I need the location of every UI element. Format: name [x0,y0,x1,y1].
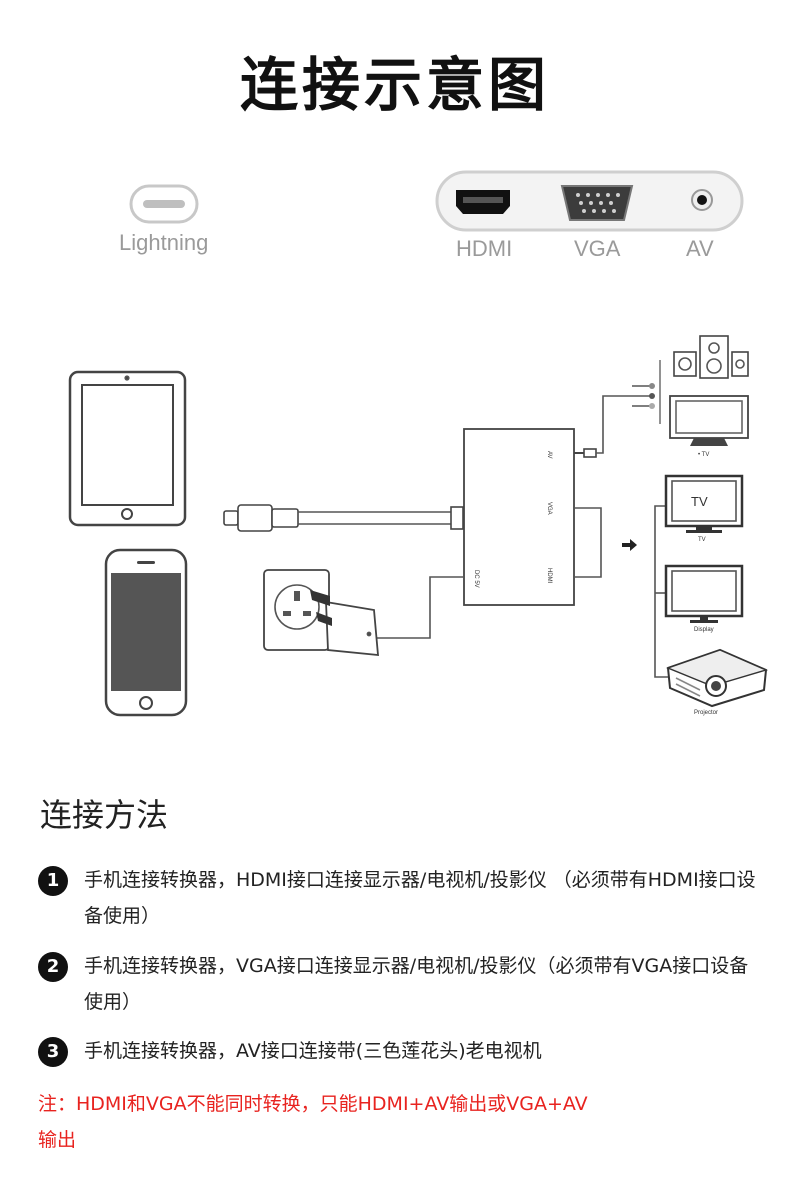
port-icons [129,170,744,232]
av-label: AV [686,236,714,261]
output-bus-wire [654,505,670,678]
step-text: 手机连接转换器，HDMI接口连接显示器/电视机/投影仪 （必须带有HDMI接口设… [84,869,756,927]
vga-label: VGA [574,236,621,261]
hub-hdmi-label: HDMI [546,568,552,584]
video-wire [574,507,602,578]
adapter-hub [463,428,575,606]
step-number: 1 [38,866,68,896]
page-title: 连接示意图 [239,51,550,119]
tablet-icon [68,370,187,527]
step-number: 3 [38,1037,68,1067]
step-text: 手机连接转换器，VGA接口连接显示器/电视机/投影仪（必须带有VGA接口设备使用… [84,955,749,1013]
step-number: 2 [38,952,68,982]
hub-av-label: AV [546,451,552,459]
hdmi-label: HDMI [456,236,513,261]
lightning-label: Lightning [119,230,209,255]
hdmi-port-icon [456,190,510,214]
projector-icon [666,648,769,708]
lightning-port-icon [129,184,199,224]
hub-vga-label: VGA [546,502,552,515]
power-adapter-icon [310,590,379,657]
connection-diagram: AV VGA HDMI DC 5V • TV TV TV Display Pro… [68,335,769,717]
phone-icon [104,548,188,717]
step-text: 手机连接转换器，AV接口连接带(三色莲花头)老电视机 [84,1040,542,1062]
wall-outlet-icon [263,569,330,651]
lightning-cable [223,504,464,532]
note-text: 注：HDMI和VGA不能同时转换，只能HDMI+AV输出或VGA+AV输出 [38,1093,588,1151]
hub-dc-label: DC 5V [473,570,479,588]
av-cable [574,360,661,458]
power-wire [375,576,464,639]
old-tv-label: • TV [698,452,709,458]
tv-screen-label: TV [691,494,708,509]
section-title: 连接方法 [40,796,169,834]
vga-port-icon [560,185,634,221]
tv-icon [664,474,744,533]
projector-label: Projector [694,710,718,716]
arrow-icon [622,539,637,551]
old-tv-icon [669,395,749,446]
av-jack-icon [691,189,713,211]
tv-label: TV [698,537,706,543]
adapter-port-panel [435,170,744,232]
speakers-icon [673,335,749,379]
display-label: Display [694,627,714,633]
display-icon [664,564,744,623]
